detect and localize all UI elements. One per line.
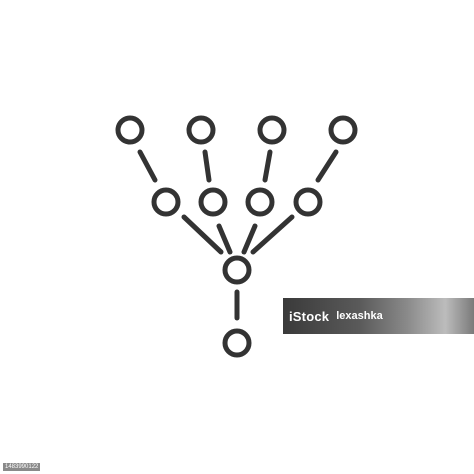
connector-line <box>241 223 258 255</box>
node-top-1 <box>115 115 145 145</box>
node-mid-1 <box>151 187 181 217</box>
node-mid-4 <box>293 187 323 217</box>
node-bottom <box>222 328 252 358</box>
node-top-2 <box>186 115 216 145</box>
stock-id-label: 1483990122 <box>3 463 41 471</box>
connector-lines <box>137 149 339 321</box>
connector-line <box>250 214 295 255</box>
watermark-credit: lexashka <box>336 310 383 322</box>
node-top-3 <box>257 115 287 145</box>
nodes <box>115 115 358 358</box>
connector-line <box>202 149 212 183</box>
connector-line <box>137 149 158 183</box>
node-hub <box>222 255 252 285</box>
connector-line <box>181 214 224 255</box>
watermark-brand: iStock <box>289 308 330 324</box>
node-mid-3 <box>245 187 275 217</box>
connector-line <box>216 223 233 255</box>
node-top-4 <box>328 115 358 145</box>
connector-line <box>315 149 339 183</box>
node-mid-2 <box>198 187 228 217</box>
stock-watermark: iStock lexashka <box>283 298 474 334</box>
connector-line <box>262 149 273 183</box>
